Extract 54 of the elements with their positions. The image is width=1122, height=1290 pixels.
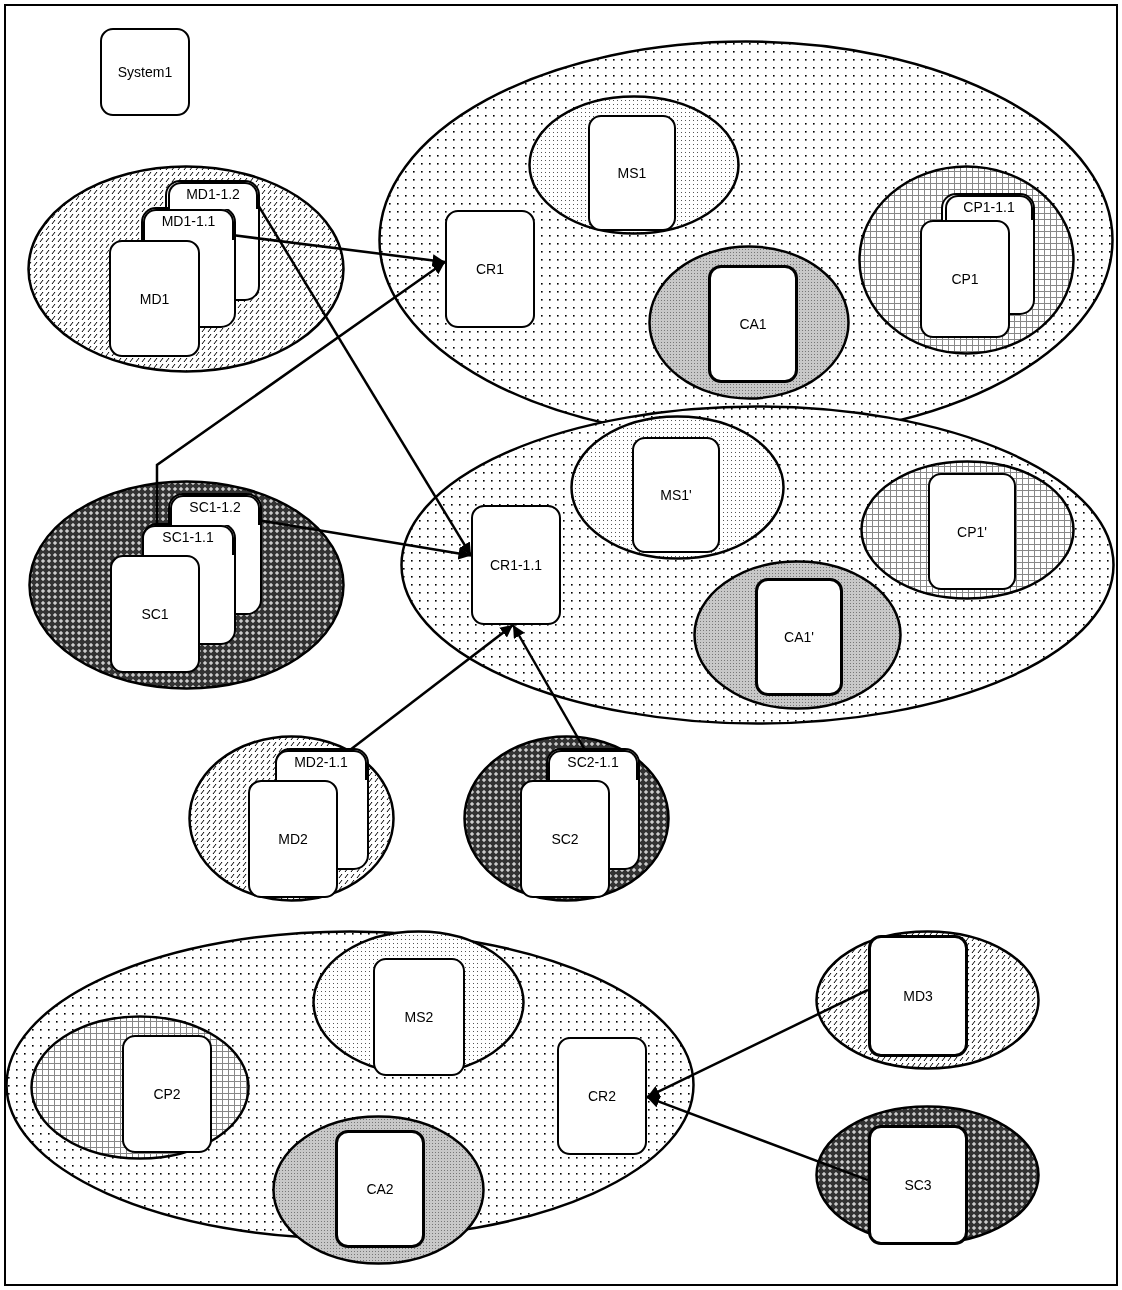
card-label: MD1-1.1 [161, 213, 216, 229]
card [945, 195, 1033, 220]
card [557, 1037, 647, 1155]
card-label: MS1 [617, 165, 647, 181]
card [142, 525, 234, 555]
card-label: CP2 [153, 1086, 181, 1102]
card-label: CR2 [588, 1088, 616, 1104]
card-label: SC2 [551, 831, 579, 847]
card-label: MD3 [903, 988, 933, 1004]
card [100, 28, 190, 116]
card [170, 495, 260, 525]
card [445, 210, 535, 328]
arrow [259, 519, 472, 560]
card [708, 265, 798, 383]
card [588, 115, 676, 231]
arrow [646, 1095, 869, 1182]
card-label: SC1-1.1 [162, 529, 214, 545]
card-label: CA1 [739, 316, 767, 332]
card-label: MD1 [139, 290, 170, 307]
card [868, 1125, 968, 1245]
card [373, 958, 465, 1076]
card-label: CR1 [476, 261, 504, 277]
card-label: CP1' [957, 523, 987, 540]
card-label: CR1-1.1 [489, 557, 543, 573]
arrow [349, 624, 514, 751]
card-label: SC1 [141, 606, 169, 622]
card-label: SC3 [904, 1177, 932, 1193]
arrow [233, 234, 446, 267]
arrow [646, 988, 869, 1099]
card-label: System1 [117, 64, 173, 80]
card-label: CP1 [951, 271, 979, 287]
card-label: CA2 [366, 1181, 394, 1197]
card-label: SC2-1.1 [567, 754, 619, 770]
arrow [155, 260, 446, 525]
card-label: CP1-1.1 [963, 199, 1015, 215]
card-label: MS2 [404, 1009, 434, 1025]
card-label: MD2-1.1 [294, 754, 348, 770]
card [168, 182, 258, 209]
card [275, 750, 367, 780]
card-label: MD1-1.2 [186, 186, 240, 202]
card [548, 750, 638, 780]
card-label: MD2 [278, 831, 308, 847]
card-label: MS1' [660, 487, 692, 503]
card [868, 935, 968, 1057]
card [143, 209, 234, 240]
card-label: CA1' [784, 629, 814, 645]
card-label: SC1-1.2 [189, 499, 241, 515]
card [632, 437, 720, 553]
arrow [511, 624, 586, 751]
card [928, 473, 1016, 590]
card [471, 505, 561, 625]
card [122, 1035, 212, 1153]
card [755, 578, 843, 696]
card [335, 1130, 425, 1248]
